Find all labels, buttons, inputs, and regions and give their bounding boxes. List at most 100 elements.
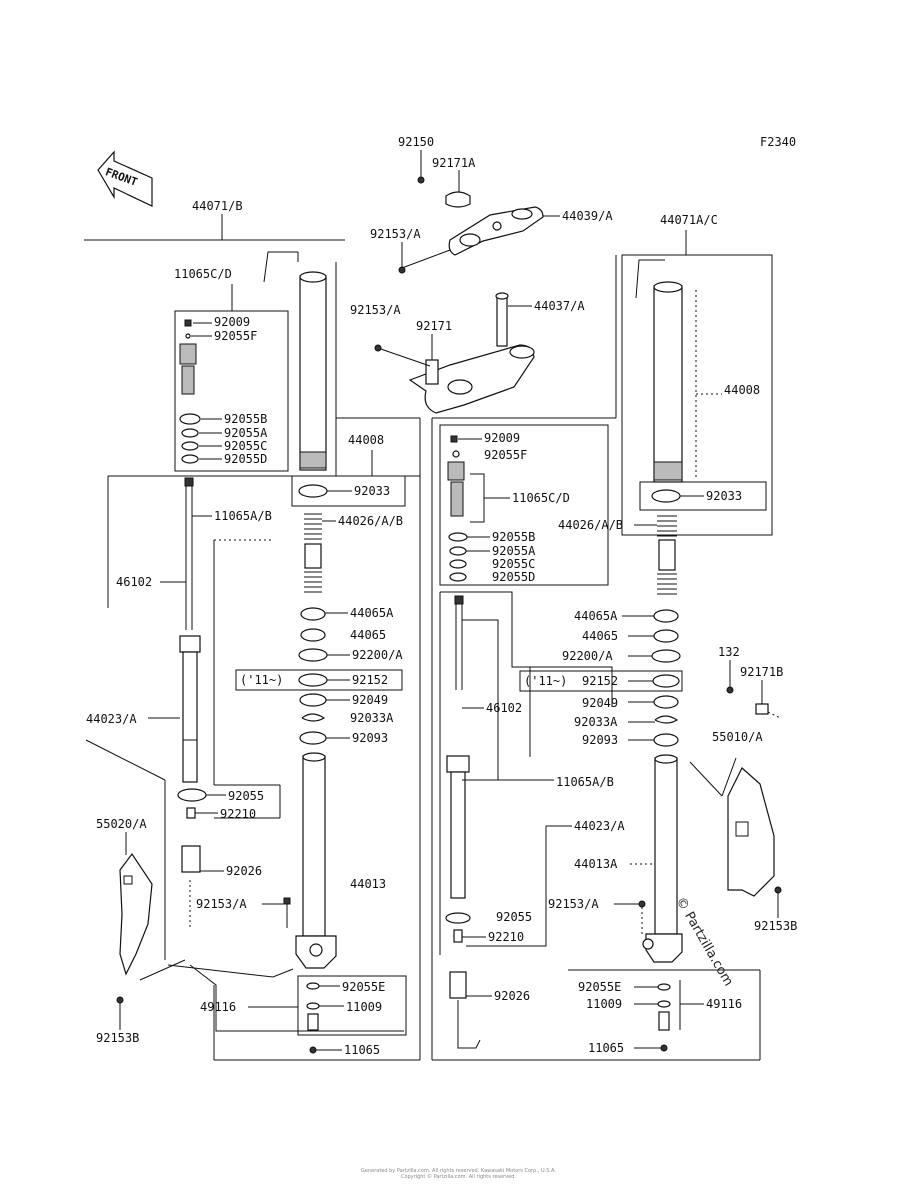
- label-11065cd-right: 11065C/D: [512, 491, 570, 505]
- label-92153b-right: 92153B: [754, 919, 797, 933]
- label-11065-left: 11065: [344, 1043, 380, 1057]
- label-92055f-right: 92055F: [484, 448, 527, 462]
- spring-44026-right: [657, 515, 677, 595]
- footer-line-2: Copyright © Partzilla.com. All rights re…: [400, 1174, 517, 1180]
- label-92055-right: 92055: [496, 910, 532, 924]
- label-11-right: ('11~): [524, 674, 567, 688]
- label-92210-left: 92210: [220, 807, 256, 821]
- label-11065ab-right: 11065A/B: [556, 775, 614, 789]
- label-92055-left: 92055: [228, 789, 264, 803]
- label-11-left: ('11~): [240, 673, 283, 687]
- label-55010a: 55010/A: [712, 730, 763, 744]
- label-92153a-left: 92153/A: [196, 897, 247, 911]
- label-92026-left: 92026: [226, 864, 262, 878]
- label-44065-right: 44065: [582, 629, 618, 643]
- label-92210-right: 92210: [488, 930, 524, 944]
- label-44013-left: 44013: [350, 877, 386, 891]
- rod-46102-left: [184, 477, 194, 630]
- label-92153b-left: 92153B: [96, 1031, 139, 1045]
- label-11009-left: 11009: [346, 1000, 382, 1014]
- label-92153a-right: 92153/A: [548, 897, 599, 911]
- label-92200a-right: 92200/A: [562, 649, 613, 663]
- label-44008-right: 44008: [724, 383, 760, 397]
- label-11009-right: 11009: [586, 997, 622, 1011]
- adjuster-92026-right: [449, 971, 467, 999]
- label-132: 132: [718, 645, 740, 659]
- label-92055d-right: 92055D: [492, 570, 535, 584]
- label-92153a-top: 92153/A: [370, 227, 421, 241]
- label-92055a-right: 92055A: [492, 544, 536, 558]
- label-92055c-right: 92055C: [492, 557, 535, 571]
- label-44065a-left: 44065A: [350, 606, 394, 620]
- upper-triple-clamp: [398, 150, 560, 274]
- label-44023a-right: 44023/A: [574, 819, 625, 833]
- label-92152-right: 92152: [582, 674, 618, 688]
- outer-tube-44013a-right: [642, 754, 683, 963]
- label-44065a-right: 44065A: [574, 609, 618, 623]
- damper-cartridge-right: [447, 435, 468, 582]
- label-92093-right: 92093: [582, 733, 618, 747]
- front-arrow-icon: FRONT: [97, 150, 153, 207]
- label-49116-left: 49116: [200, 1000, 236, 1014]
- label-92153a-mid: 92153/A: [350, 303, 401, 317]
- label-92009-left: 92009: [214, 315, 250, 329]
- label-92093-left: 92093: [352, 731, 388, 745]
- label-44071ac: 44071A/C: [660, 213, 718, 227]
- label-44071b: 44071/B: [192, 199, 243, 213]
- adjuster-92026-left: [181, 845, 201, 873]
- label-92055a-left: 92055A: [224, 426, 268, 440]
- label-92009-right: 92009: [484, 431, 520, 445]
- label-92033-left: 92033: [354, 484, 390, 498]
- label-92055f-left: 92055F: [214, 329, 257, 343]
- label-92055e-right: 92055E: [578, 980, 621, 994]
- label-44013a-right: 44013A: [574, 857, 618, 871]
- label-11065cd-left: 11065C/D: [174, 267, 232, 281]
- label-11065ab-left: 11065A/B: [214, 509, 272, 523]
- label-44026ab-right: 44026/A/B: [558, 518, 623, 532]
- label-44039a: 44039/A: [562, 209, 613, 223]
- label-92152-left: 92152: [352, 673, 388, 687]
- label-55020a: 55020/A: [96, 817, 147, 831]
- kit-box-11065cd-left: [174, 310, 289, 472]
- label-92033a-left: 92033A: [350, 711, 394, 725]
- label-92033-right: 92033: [706, 489, 742, 503]
- spring-44026-left: [304, 513, 322, 593]
- label-92049-left: 92049: [352, 693, 388, 707]
- label-92055e-left: 92055E: [342, 980, 385, 994]
- label-92049-right: 92049: [582, 696, 618, 710]
- label-92055b-right: 92055B: [492, 530, 535, 544]
- inner-tube-44008-right: [653, 281, 683, 483]
- label-92033a-right: 92033A: [574, 715, 618, 729]
- footer: Generated by Partzilla.com. All rights r…: [0, 1168, 917, 1180]
- fork-guard-55010-right: [727, 767, 775, 897]
- label-46102-right: 46102: [486, 701, 522, 715]
- label-92150: 92150: [398, 135, 434, 149]
- label-44023a-left: 44023/A: [86, 712, 137, 726]
- label-44026ab-left: 44026/A/B: [338, 514, 403, 528]
- label-46102-left: 46102: [116, 575, 152, 589]
- cartridge-44023-left: [179, 635, 201, 783]
- inner-tube-44008-left: [299, 271, 327, 471]
- label-92171b: 92171B: [740, 665, 783, 679]
- label-92171: 92171: [416, 319, 452, 333]
- label-92026-right: 92026: [494, 989, 530, 1003]
- label-92171a: 92171A: [432, 156, 476, 170]
- label-92200a-left: 92200/A: [352, 648, 403, 662]
- label-44065-left: 44065: [350, 628, 386, 642]
- lower-triple-clamp: [374, 292, 535, 414]
- label-49116-right: 49116: [706, 997, 742, 1011]
- fork-guard-55020-left: [119, 852, 153, 976]
- label-11065-right: 11065: [588, 1041, 624, 1055]
- label-44037a: 44037/A: [534, 299, 585, 313]
- label-92055c-left: 92055C: [224, 439, 267, 453]
- footer-line-1: Generated by Partzilla.com. All rights r…: [361, 1168, 556, 1174]
- label-44008-left: 44008: [348, 433, 384, 447]
- damper-cartridge-left: [179, 319, 201, 464]
- outer-tube-44013-left: [295, 752, 337, 969]
- label-92055b-left: 92055B: [224, 412, 267, 426]
- figure-code: F2340: [760, 135, 796, 149]
- cartridge-44023-right: [446, 755, 470, 899]
- label-92055d-left: 92055D: [224, 452, 267, 466]
- rod-46102-right: [454, 595, 464, 690]
